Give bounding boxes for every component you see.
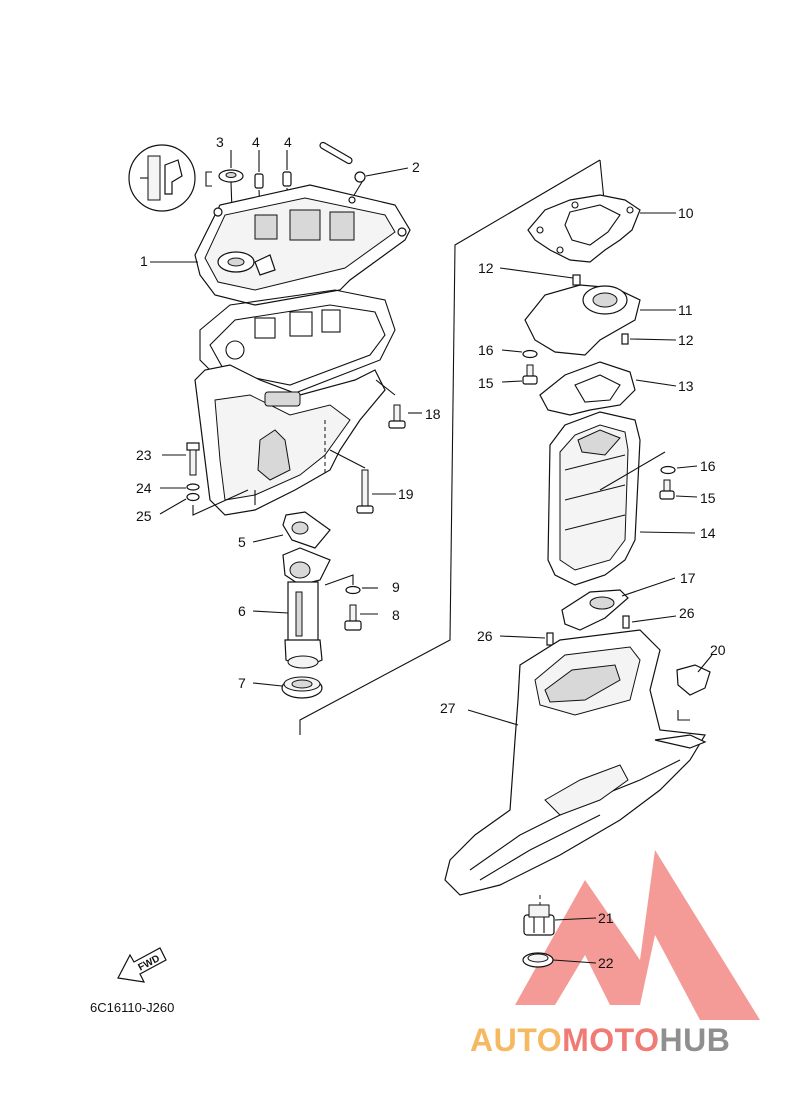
watermark-triangle-logo bbox=[515, 850, 760, 1020]
label-7: 7 bbox=[238, 675, 246, 691]
label-17: 17 bbox=[680, 570, 696, 586]
label-26b: 26 bbox=[477, 628, 493, 644]
label-8: 8 bbox=[392, 607, 400, 623]
exhaust-body bbox=[194, 364, 396, 516]
manifold-11 bbox=[499, 267, 676, 356]
label-11: 11 bbox=[678, 302, 693, 318]
washer-16a bbox=[501, 349, 538, 359]
label-9: 9 bbox=[392, 579, 400, 595]
pin-clip-2 bbox=[319, 141, 409, 211]
label-3: 3 bbox=[216, 134, 224, 150]
washer-24 bbox=[160, 483, 200, 491]
gasket-17 bbox=[561, 577, 676, 631]
bolt-15b bbox=[659, 479, 698, 500]
bolt-23 bbox=[162, 442, 200, 476]
label-25: 25 bbox=[136, 508, 152, 524]
inset-detail bbox=[128, 144, 212, 212]
label-13: 13 bbox=[678, 378, 694, 394]
part-21 bbox=[523, 895, 597, 936]
label-19: 19 bbox=[398, 486, 414, 502]
label-27: 27 bbox=[440, 700, 456, 716]
label-24: 24 bbox=[136, 480, 152, 496]
washer-25 bbox=[159, 489, 249, 516]
label-10: 10 bbox=[678, 205, 694, 221]
label-16b: 16 bbox=[700, 458, 716, 474]
label-20: 20 bbox=[710, 642, 726, 658]
bolt-18 bbox=[388, 404, 422, 429]
label-26a: 26 bbox=[679, 605, 695, 621]
gasket-13 bbox=[539, 361, 677, 416]
washer-16b bbox=[660, 465, 698, 475]
label-21: 21 bbox=[598, 910, 614, 926]
part-labels: 3 4 4 2 1 10 12 11 12 16 15 13 18 23 16 … bbox=[90, 134, 726, 1015]
washer-9 bbox=[324, 574, 378, 595]
drawing-code: 6C16110-J260 bbox=[90, 1000, 174, 1015]
label-2: 2 bbox=[412, 159, 420, 175]
logo-part-auto: AUTO bbox=[470, 1022, 563, 1058]
upper-plate-1 bbox=[150, 184, 411, 306]
gasket-5 bbox=[252, 511, 331, 549]
ring-22 bbox=[522, 952, 597, 968]
label-5: 5 bbox=[238, 534, 246, 550]
watermark-logo-text: AUTOMOTOHUB bbox=[470, 1022, 730, 1059]
lower-casing-27 bbox=[444, 629, 707, 896]
label-16a: 16 bbox=[478, 342, 494, 358]
label-4b: 4 bbox=[284, 134, 292, 150]
label-15b: 15 bbox=[700, 490, 716, 506]
housing-14 bbox=[547, 411, 696, 586]
bolt-19 bbox=[329, 449, 396, 514]
logo-part-moto: MOTO bbox=[562, 1022, 660, 1058]
label-12a: 12 bbox=[478, 260, 494, 276]
bolt-8 bbox=[344, 604, 378, 631]
forward-arrow-icon: FWD bbox=[117, 947, 167, 983]
fwd-label: FWD bbox=[136, 953, 161, 973]
label-12b: 12 bbox=[678, 332, 694, 348]
seal-7 bbox=[252, 676, 323, 699]
exhaust-pipe-6 bbox=[252, 547, 331, 669]
label-1: 1 bbox=[140, 253, 148, 269]
label-18: 18 bbox=[425, 406, 441, 422]
bolt-15a bbox=[501, 364, 538, 385]
label-6: 6 bbox=[238, 603, 246, 619]
logo-part-hub: HUB bbox=[659, 1022, 731, 1058]
label-14: 14 bbox=[700, 525, 716, 541]
gasket-10 bbox=[527, 194, 676, 263]
label-15a: 15 bbox=[478, 375, 494, 391]
pin-26a bbox=[622, 615, 677, 629]
label-4a: 4 bbox=[252, 134, 260, 150]
cap-20 bbox=[676, 654, 713, 721]
label-22: 22 bbox=[598, 955, 614, 971]
pin-12b bbox=[621, 333, 677, 345]
label-23: 23 bbox=[136, 447, 152, 463]
